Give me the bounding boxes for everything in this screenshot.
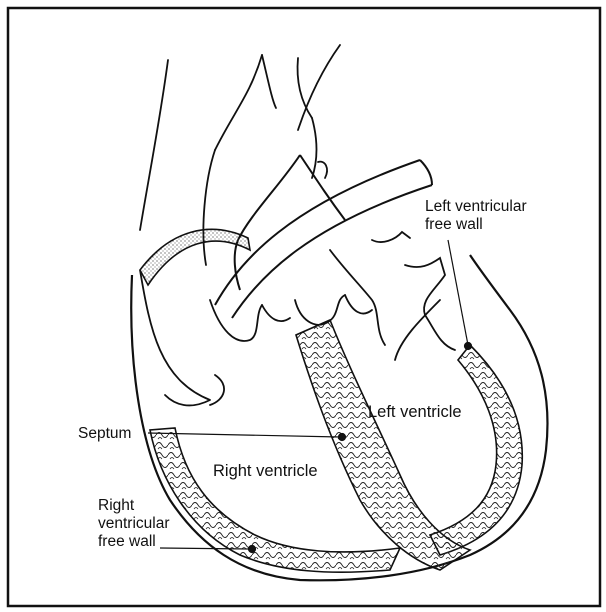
label-left-ventricular-free-wall: Left ventricular free wall	[425, 198, 527, 234]
label-right-ventricle: Right ventricle	[213, 462, 318, 480]
label-left-ventricle: Left ventricle	[368, 403, 462, 421]
label-line: Right	[98, 497, 170, 515]
label-right-ventricular-free-wall: Right ventricular free wall	[98, 497, 170, 551]
label-septum: Septum	[78, 425, 131, 443]
left-ventricular-wall-muscle	[430, 345, 522, 555]
label-line: free wall	[425, 216, 527, 234]
label-line: Left ventricular	[425, 198, 527, 216]
label-line: ventricular	[98, 515, 170, 533]
aorta	[235, 155, 345, 290]
figure-frame	[8, 8, 600, 606]
label-line: free wall	[98, 533, 170, 551]
great-vessels	[140, 45, 340, 265]
